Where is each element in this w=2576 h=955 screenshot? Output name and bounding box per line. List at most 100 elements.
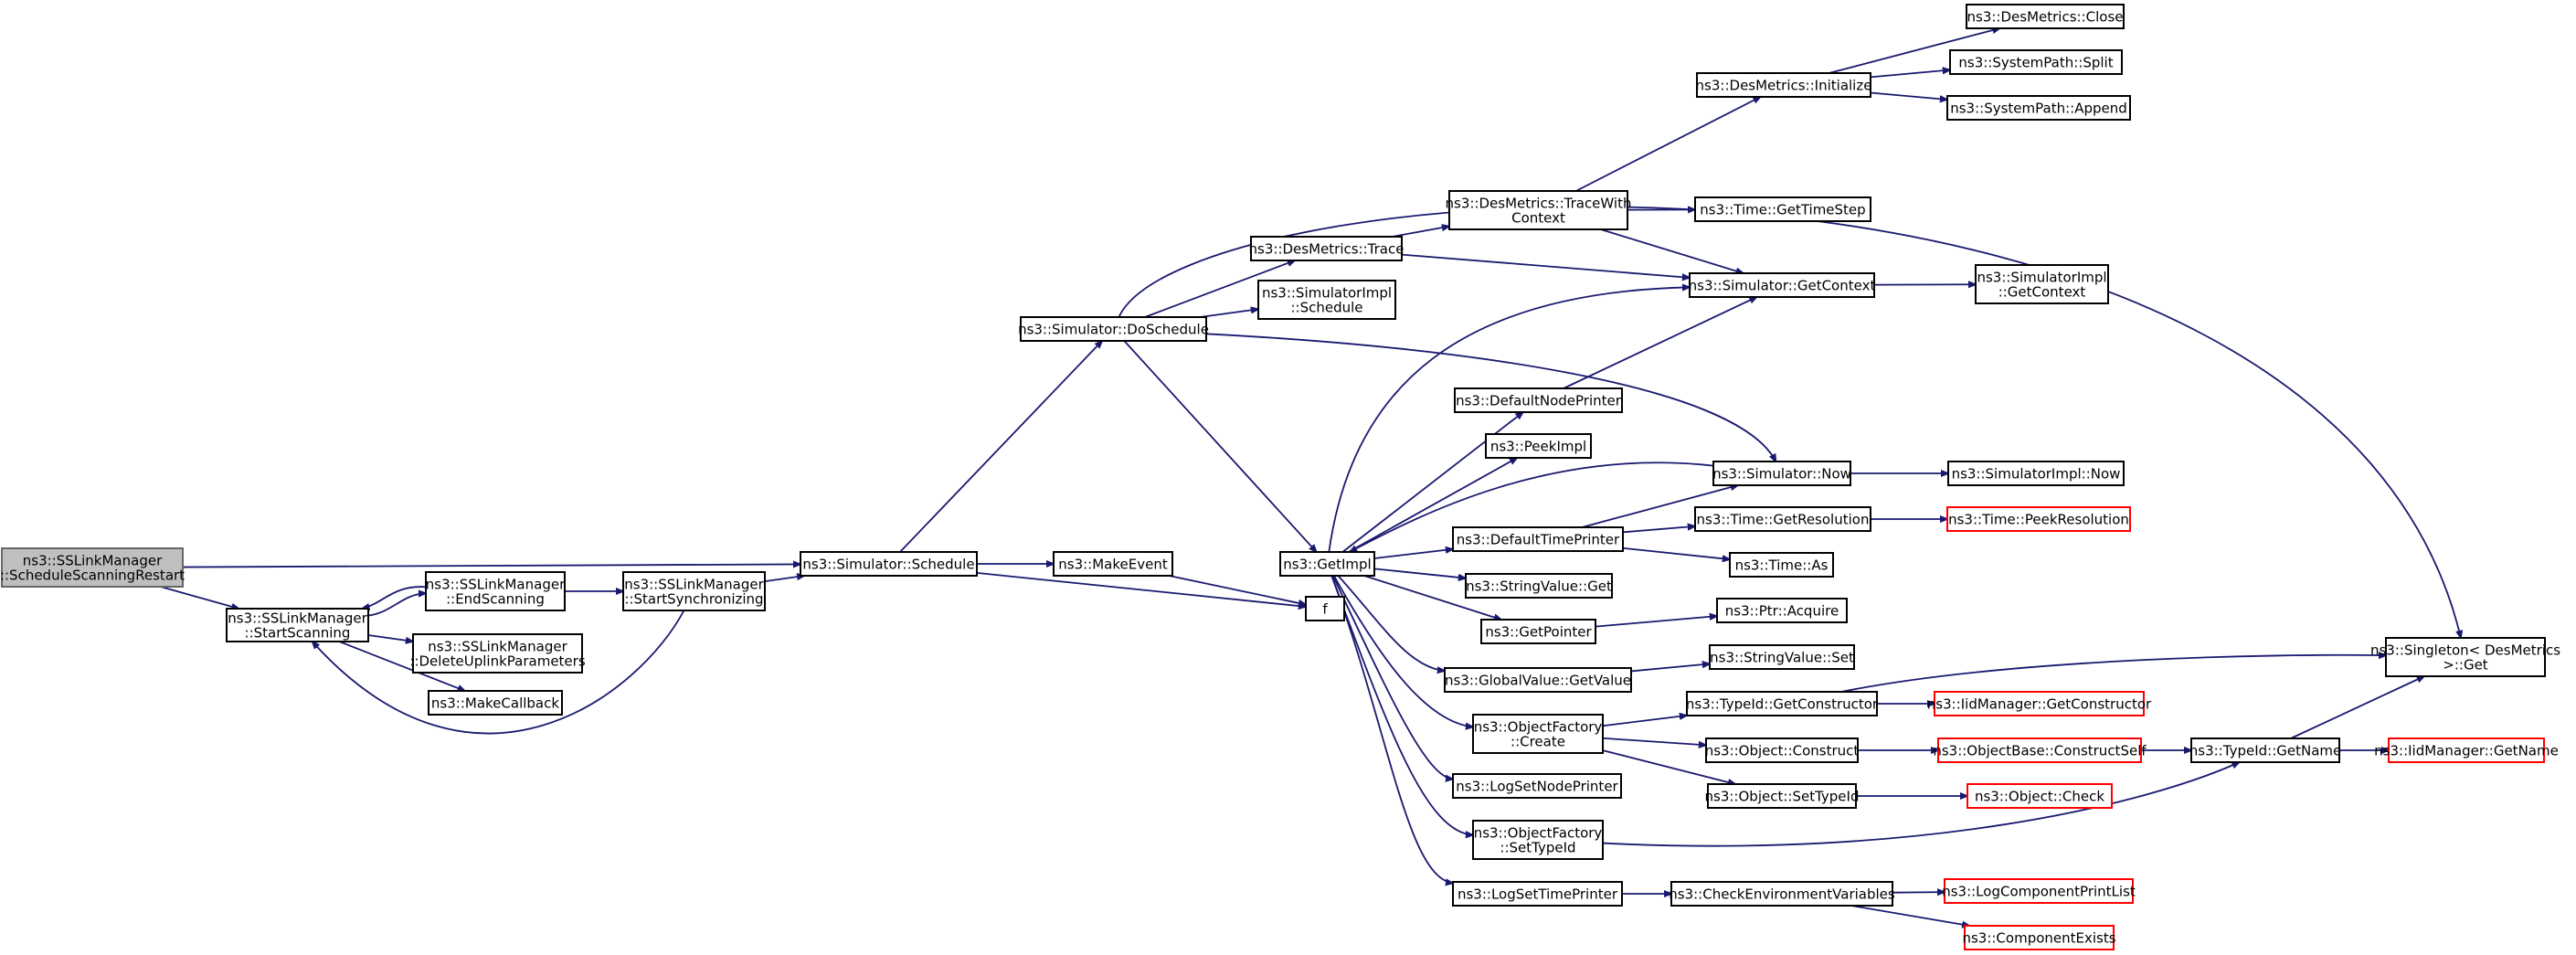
node-box[interactable]: [1707, 783, 1857, 809]
node-timeGetResolution[interactable]: ns3::Time::GetResolution: [1694, 506, 1871, 532]
node-box[interactable]: [1966, 783, 2113, 809]
node-defaultNodePrinter[interactable]: ns3::DefaultNodePrinter: [1454, 387, 1623, 413]
node-stringValueSet[interactable]: ns3::StringValue::Set: [1709, 644, 1855, 670]
node-f[interactable]: f: [1305, 596, 1345, 621]
node-desTrace[interactable]: ns3::DesMetrics::Trace: [1249, 236, 1405, 261]
node-box[interactable]: [1444, 667, 1632, 693]
node-iidGetName[interactable]: ns3::IidManager::GetName: [2374, 737, 2559, 763]
node-stringValueGet[interactable]: ns3::StringValue::Get: [1465, 573, 1613, 599]
node-deleteUplink[interactable]: ns3::SSLinkManager::DeleteUplinkParamete…: [409, 633, 586, 674]
node-objectFactorySetTypeId[interactable]: ns3::ObjectFactory::SetTypeId: [1472, 820, 1604, 860]
node-root[interactable]: ns3::SSLinkManager::ScheduleScanningRest…: [0, 547, 185, 588]
node-logSetTimePrinter[interactable]: ns3::LogSetTimePrinter: [1452, 881, 1623, 907]
node-makeCallback[interactable]: ns3::MakeCallback: [428, 690, 563, 716]
node-makeEvent[interactable]: ns3::MakeEvent: [1053, 551, 1173, 577]
node-box[interactable]: [1966, 4, 2125, 29]
node-box[interactable]: [1712, 461, 1851, 486]
node-getImpl[interactable]: ns3::GetImpl: [1279, 551, 1375, 577]
node-globalValueGetValue[interactable]: ns3::GlobalValue::GetValue: [1444, 667, 1632, 693]
node-box[interactable]: [1696, 72, 1871, 98]
node-singletonGet[interactable]: ns3::Singleton< DesMetrics >::Get: [2370, 637, 2560, 677]
node-box[interactable]: [2385, 637, 2546, 677]
node-desClose[interactable]: ns3::DesMetrics::Close: [1966, 4, 2125, 29]
node-box[interactable]: [226, 608, 369, 642]
node-box[interactable]: [1305, 596, 1345, 621]
node-box[interactable]: [1937, 737, 2142, 763]
node-box[interactable]: [412, 633, 583, 674]
node-simImplSchedule[interactable]: ns3::SimulatorImpl::Schedule: [1257, 280, 1396, 320]
node-box[interactable]: [2190, 737, 2340, 763]
node-box[interactable]: [2388, 737, 2545, 763]
node-objectCheck[interactable]: ns3::Object::Check: [1966, 783, 2113, 809]
node-componentExists[interactable]: ns3::ComponentExists: [1962, 925, 2116, 950]
node-box[interactable]: [1946, 506, 2131, 532]
node-simGetContext[interactable]: ns3::Simulator::GetContext: [1689, 272, 1876, 298]
node-box[interactable]: [1689, 272, 1875, 298]
node-typeIdGetName[interactable]: ns3::TypeId::GetName: [2189, 737, 2341, 763]
node-box[interactable]: [1465, 573, 1613, 599]
node-box[interactable]: [1716, 598, 1848, 623]
node-endScanning[interactable]: ns3::SSLinkManager::EndScanning: [425, 571, 566, 611]
node-box[interactable]: [1975, 264, 2109, 304]
node-box[interactable]: [425, 571, 566, 611]
node-startScanning[interactable]: ns3::SSLinkManager::StartScanning: [226, 608, 369, 642]
node-box[interactable]: [1480, 619, 1596, 644]
node-getPointer[interactable]: ns3::GetPointer: [1480, 619, 1596, 644]
node-schedule[interactable]: ns3::Simulator::Schedule: [800, 551, 978, 577]
node-iidGetConstructor[interactable]: ns3::IidManager::GetConstructor: [1927, 691, 2152, 716]
node-box[interactable]: [1279, 551, 1375, 577]
node-box[interactable]: [1454, 387, 1623, 413]
node-simImplNow[interactable]: ns3::SimulatorImpl::Now: [1947, 461, 2125, 486]
node-box[interactable]: [1964, 925, 2115, 950]
node-box[interactable]: [1452, 881, 1623, 907]
node-startSync[interactable]: ns3::SSLinkManager::StartSynchronizing: [622, 571, 766, 611]
node-box[interactable]: [1709, 644, 1855, 670]
node-box[interactable]: [1694, 506, 1871, 532]
node-box[interactable]: [1694, 196, 1871, 222]
node-objectConstruct[interactable]: ns3::Object::Construct: [1705, 737, 1860, 763]
node-box[interactable]: [1053, 551, 1173, 577]
node-box[interactable]: [1472, 820, 1604, 860]
node-box[interactable]: [1947, 461, 2125, 486]
node-box[interactable]: [1020, 316, 1207, 342]
node-box[interactable]: [1485, 433, 1592, 459]
node-box[interactable]: [1250, 236, 1403, 261]
node-objectFactoryCreate[interactable]: ns3::ObjectFactory::Create: [1472, 714, 1604, 754]
node-box[interactable]: [1670, 881, 1893, 907]
node-checkEnvVars[interactable]: ns3::CheckEnvironmentVariables: [1669, 881, 1895, 907]
node-simImplGetContext[interactable]: ns3::SimulatorImpl::GetContext: [1975, 264, 2109, 304]
node-ptrAcquire[interactable]: ns3::Ptr::Acquire: [1716, 598, 1848, 623]
node-box[interactable]: [1946, 95, 2131, 121]
node-simNow[interactable]: ns3::Simulator::Now: [1712, 461, 1851, 486]
node-box[interactable]: [1448, 190, 1628, 230]
node-box[interactable]: [1944, 878, 2134, 904]
node-box[interactable]: [1257, 280, 1396, 320]
node-box[interactable]: [1452, 526, 1624, 552]
node-timeAs[interactable]: ns3::Time::As: [1729, 552, 1834, 578]
node-doSchedule[interactable]: ns3::Simulator::DoSchedule: [1018, 316, 1209, 342]
node-box[interactable]: [622, 571, 766, 611]
node-logSetNodePrinter[interactable]: ns3::LogSetNodePrinter: [1452, 773, 1622, 799]
node-box[interactable]: [800, 551, 978, 577]
node-timePeekResolution[interactable]: ns3::Time::PeekResolution: [1946, 506, 2131, 532]
node-box[interactable]: [1686, 691, 1878, 716]
node-objectBaseConstructSelf[interactable]: ns3::ObjectBase::ConstructSelf: [1933, 737, 2147, 763]
node-box[interactable]: [1472, 714, 1604, 754]
node-box[interactable]: [1705, 737, 1859, 763]
node-box[interactable]: [1934, 691, 2145, 716]
node-defaultTimePrinter[interactable]: ns3::DefaultTimePrinter: [1452, 526, 1624, 552]
node-box[interactable]: [1452, 773, 1622, 799]
node-typeIdGetConstructor[interactable]: ns3::TypeId::GetConstructor: [1686, 691, 1879, 716]
node-sysSplit[interactable]: ns3::SystemPath::Split: [1949, 49, 2123, 75]
node-objectSetTypeId[interactable]: ns3::Object::SetTypeId: [1705, 783, 1860, 809]
node-desInit[interactable]: ns3::DesMetrics::Initialize: [1696, 72, 1872, 98]
node-sysAppend[interactable]: ns3::SystemPath::Append: [1946, 95, 2131, 121]
node-logComponentPrintList[interactable]: ns3::LogComponentPrintList: [1942, 878, 2136, 904]
node-box[interactable]: [1, 547, 184, 588]
node-box[interactable]: [1949, 49, 2123, 75]
node-box[interactable]: [1729, 552, 1834, 578]
node-peekImpl[interactable]: ns3::PeekImpl: [1485, 433, 1592, 459]
node-timeGetTimeStep[interactable]: ns3::Time::GetTimeStep: [1694, 196, 1871, 222]
node-box[interactable]: [428, 690, 563, 716]
